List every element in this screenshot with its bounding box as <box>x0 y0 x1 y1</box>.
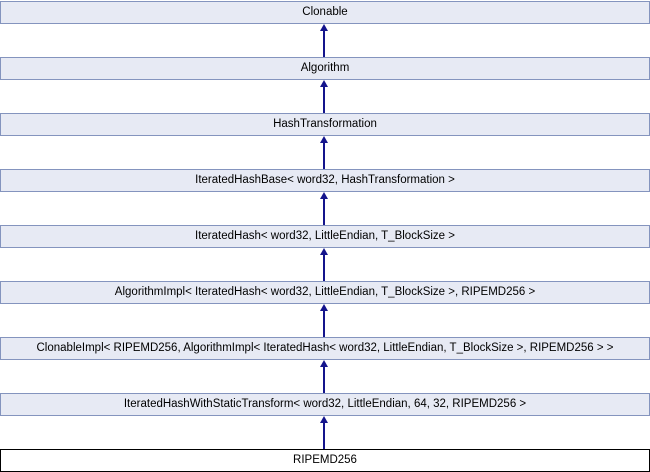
arrow-up-icon <box>320 248 328 255</box>
arrow-up-icon <box>320 80 328 87</box>
inheritance-arrow <box>0 192 650 225</box>
arrow-up-icon <box>320 192 328 199</box>
class-node-iteratedhash[interactable]: IteratedHash< word32, LittleEndian, T_Bl… <box>0 225 650 248</box>
class-node-iteratedhashbase[interactable]: IteratedHashBase< word32, HashTransforma… <box>0 169 650 192</box>
arrow-stem <box>323 422 325 449</box>
inheritance-arrow <box>0 360 650 393</box>
class-node-iteratedhashwithstatictransform[interactable]: IteratedHashWithStaticTransform< word32,… <box>0 393 650 416</box>
inheritance-arrow <box>0 24 650 57</box>
arrow-stem <box>323 366 325 393</box>
inheritance-arrow <box>0 248 650 281</box>
class-node-ripemd256: RIPEMD256 <box>0 449 650 472</box>
class-node-clonableimpl[interactable]: ClonableImpl< RIPEMD256, AlgorithmImpl< … <box>0 337 650 360</box>
arrow-stem <box>323 198 325 225</box>
arrow-up-icon <box>320 24 328 31</box>
arrow-up-icon <box>320 360 328 367</box>
inheritance-arrow <box>0 136 650 169</box>
class-node-algorithmimpl[interactable]: AlgorithmImpl< IteratedHash< word32, Lit… <box>0 281 650 304</box>
class-node-clonable[interactable]: Clonable <box>0 1 650 24</box>
arrow-up-icon <box>320 416 328 423</box>
inheritance-arrow <box>0 416 650 449</box>
inheritance-arrow <box>0 304 650 337</box>
inheritance-arrow <box>0 80 650 113</box>
class-node-algorithm[interactable]: Algorithm <box>0 57 650 80</box>
arrow-stem <box>323 254 325 281</box>
arrow-stem <box>323 86 325 113</box>
arrow-up-icon <box>320 136 328 143</box>
class-node-hashtransformation[interactable]: HashTransformation <box>0 113 650 136</box>
arrow-stem <box>323 310 325 337</box>
arrow-stem <box>323 30 325 57</box>
arrow-up-icon <box>320 304 328 311</box>
arrow-stem <box>323 142 325 169</box>
